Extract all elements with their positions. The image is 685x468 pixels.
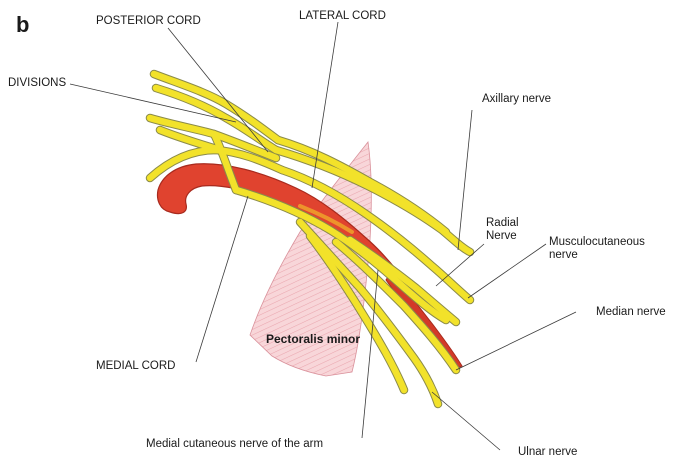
label-axillary-nerve: Axillary nerve [482, 93, 552, 105]
label-ulnar-nerve: Ulnar nerve [518, 446, 578, 458]
label-musculocutaneous-nerve: Musculocutaneous nerve [549, 236, 645, 262]
label-medial-cord: MEDIAL CORD [96, 360, 176, 372]
label-divisions: DIVISIONS [8, 77, 67, 89]
label-radial-nerve: Radial Nerve [486, 217, 519, 243]
label-musculocutaneous-line1: Musculocutaneous [549, 236, 645, 248]
panel-label: b [16, 12, 30, 37]
nerve-bundles [145, 69, 475, 409]
label-lateral-cord: LATERAL CORD [299, 10, 386, 22]
label-pectoralis-minor: Pectoralis minor [266, 332, 361, 346]
leader-lines [69, 21, 577, 451]
label-radial-nerve-line2: Nerve [486, 230, 517, 242]
label-median-nerve: Median nerve [596, 306, 666, 318]
label-medial-cutaneous-nerve: Medial cutaneous nerve of the arm [146, 438, 324, 450]
label-posterior-cord: POSTERIOR CORD [96, 15, 201, 27]
label-radial-nerve-line1: Radial [486, 217, 519, 229]
label-musculocutaneous-line2: nerve [549, 249, 578, 261]
